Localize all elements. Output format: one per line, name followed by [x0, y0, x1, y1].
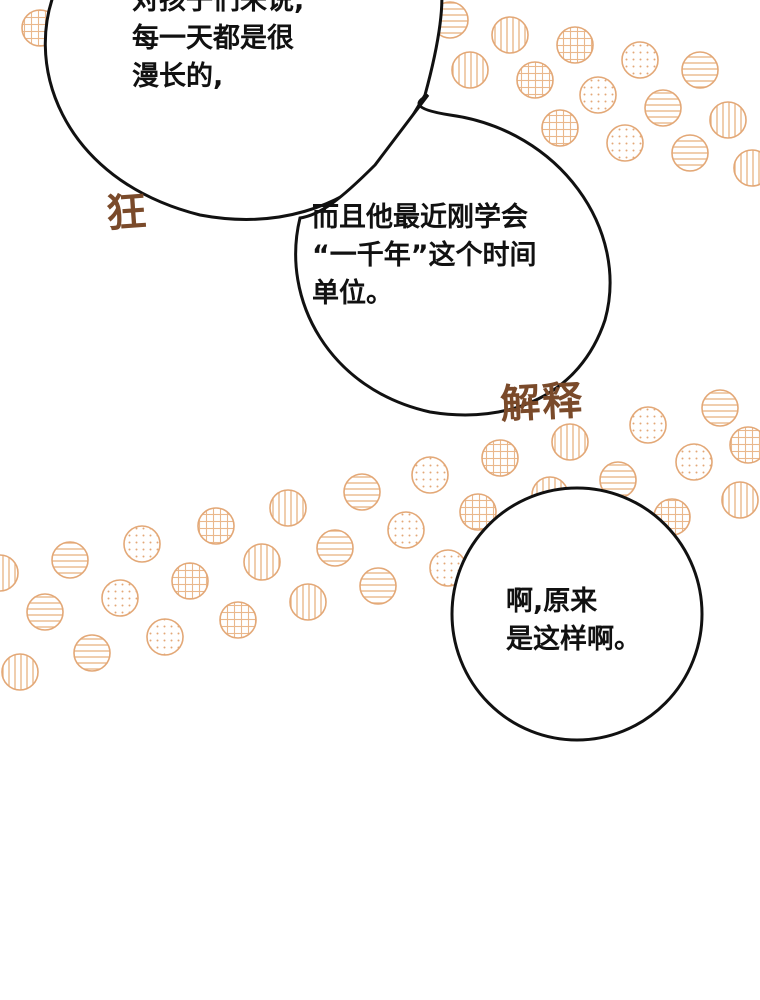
polka-dot	[26, 593, 64, 631]
polka-dot	[709, 101, 747, 139]
bubble-3-text: 啊,原来 是这样啊。	[506, 583, 641, 659]
polka-dot	[516, 61, 554, 99]
speech-bubble-3	[450, 486, 704, 742]
bubble-3-line-2: 是这样啊。	[506, 624, 641, 655]
bubble-2-line-3: 单位。	[312, 278, 393, 309]
polka-dot	[681, 51, 719, 89]
polka-dot	[675, 443, 713, 481]
polka-dot	[491, 16, 529, 54]
polka-dot	[101, 579, 139, 617]
polka-dot	[316, 529, 354, 567]
polka-dot	[1, 653, 39, 691]
polka-dot	[269, 489, 307, 527]
polka-dot	[411, 456, 449, 494]
polka-dot	[644, 89, 682, 127]
polka-dot-background	[0, 1, 760, 691]
sfx-kuang: 狂	[104, 187, 150, 238]
polka-dot	[606, 124, 644, 162]
polka-dot	[671, 134, 709, 172]
polka-dot	[51, 541, 89, 579]
polka-dot	[243, 543, 281, 581]
speech-bubble-2	[294, 93, 612, 417]
bubble-1-line-1: 对孩子们来说,	[132, 0, 305, 16]
polka-dot	[197, 507, 235, 545]
polka-dot	[459, 493, 497, 531]
polka-dot	[146, 618, 184, 656]
polka-dot	[289, 583, 327, 621]
bubble-2-text: 而且他最近刚学会 “一千年”这个时间 单位。	[312, 199, 537, 313]
polka-dot	[701, 389, 739, 427]
bubble-1-line-2: 每一天都是很	[132, 23, 294, 54]
bubble-1-text: 对孩子们来说, 每一天都是很 漫长的,	[132, 0, 304, 96]
bubble-1-line-3: 漫长的,	[132, 61, 224, 92]
polka-dot	[0, 554, 19, 592]
polka-dot	[541, 109, 579, 147]
polka-dot	[481, 439, 519, 477]
polka-dot	[729, 426, 760, 464]
polka-dot	[343, 473, 381, 511]
speech-bubble-1	[43, 0, 444, 221]
polka-dot	[579, 76, 617, 114]
polka-dot	[387, 511, 425, 549]
sfx-jieshi: 解释	[499, 376, 586, 429]
polka-dot	[123, 525, 161, 563]
polka-dot	[171, 562, 209, 600]
bubble-3-line-1: 啊,原来	[506, 586, 598, 617]
polka-dot	[721, 481, 759, 519]
polka-dot	[629, 406, 667, 444]
polka-dot	[219, 601, 257, 639]
polka-dot	[359, 567, 397, 605]
bubble-2-line-2: “一千年”这个时间	[312, 240, 537, 271]
polka-dot	[73, 634, 111, 672]
bubble-2-line-1: 而且他最近刚学会	[312, 202, 528, 233]
polka-dot	[451, 51, 489, 89]
polka-dot	[556, 26, 594, 64]
polka-dot	[621, 41, 659, 79]
polka-dot	[551, 423, 589, 461]
polka-dot	[733, 149, 760, 187]
